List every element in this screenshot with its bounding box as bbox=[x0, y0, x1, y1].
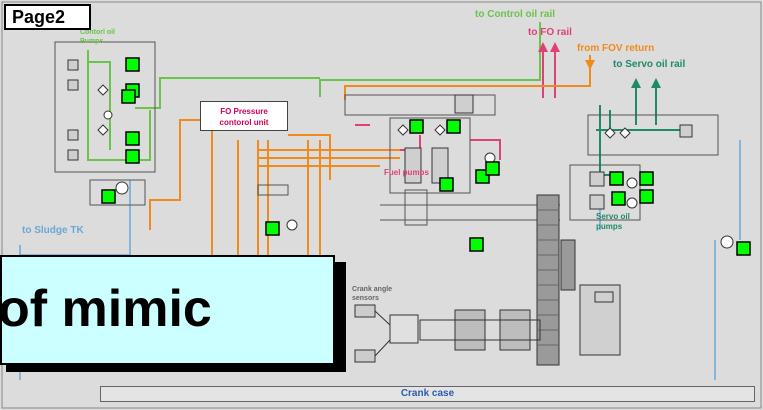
headline-banner: of mimic bbox=[0, 255, 335, 365]
valve-symbols bbox=[97, 84, 734, 249]
crank-angle-sensor-icon bbox=[354, 304, 391, 363]
fo-valve-1-status[interactable] bbox=[409, 119, 424, 134]
fuel-pump-1-status[interactable] bbox=[439, 177, 454, 192]
sludge-pump-status[interactable] bbox=[101, 189, 116, 204]
control-oil-lines bbox=[87, 22, 541, 161]
label-servo-oil-rail: to Servo oil rail bbox=[613, 59, 685, 70]
servo-pump-3-status[interactable] bbox=[639, 171, 654, 186]
fo-valve-2-status[interactable] bbox=[446, 119, 461, 134]
status-indicators bbox=[101, 57, 751, 256]
label-fov-return: from FOV return bbox=[577, 43, 654, 54]
fuel-pump-3-status[interactable] bbox=[485, 161, 500, 176]
page-tab[interactable]: Page2 bbox=[4, 4, 91, 30]
label-control-oil-pumps: Contorl oil Pumps bbox=[80, 29, 115, 45]
label-crank-angle-sensors: Crank angle sensors bbox=[352, 286, 393, 302]
control-oil-pump-4-status[interactable] bbox=[125, 149, 140, 164]
fo-pressure-control-unit[interactable]: FO Pressure contorol unit bbox=[200, 101, 288, 131]
crankshaft-icon bbox=[389, 284, 621, 356]
control-oil-valve-status[interactable] bbox=[121, 89, 136, 104]
crank-case: Crank case bbox=[100, 386, 755, 402]
control-oil-pump-3-status[interactable] bbox=[125, 131, 140, 146]
equipment-frames bbox=[54, 41, 719, 226]
label-control-oil-rail: to Control oil rail bbox=[475, 9, 555, 20]
servo-pump-1-status[interactable] bbox=[609, 171, 624, 186]
control-oil-pump-1-status[interactable] bbox=[125, 57, 140, 72]
headline-text: of mimic bbox=[0, 280, 212, 338]
servo-pump-4-status[interactable] bbox=[639, 189, 654, 204]
label-servo-oil-pumps: Servo oil pumps bbox=[596, 212, 630, 231]
fo-pressure-control-label: FO Pressure contorol unit bbox=[219, 107, 269, 127]
crank-sensor-status[interactable] bbox=[469, 237, 484, 252]
right-pump-status[interactable] bbox=[265, 221, 280, 236]
fuel-oil-lines bbox=[149, 55, 591, 260]
gear-icon bbox=[536, 194, 576, 366]
pump-symbols bbox=[67, 59, 693, 210]
label-fo-rail: to FO rail bbox=[528, 27, 572, 38]
label-fuel-pumps: Fuel pumps bbox=[384, 168, 429, 177]
drain-pump-status[interactable] bbox=[736, 241, 751, 256]
fo-rail-lines bbox=[355, 48, 556, 160]
label-sludge-tk: to Sludge TK bbox=[22, 225, 84, 236]
servo-pump-2-status[interactable] bbox=[611, 191, 626, 206]
